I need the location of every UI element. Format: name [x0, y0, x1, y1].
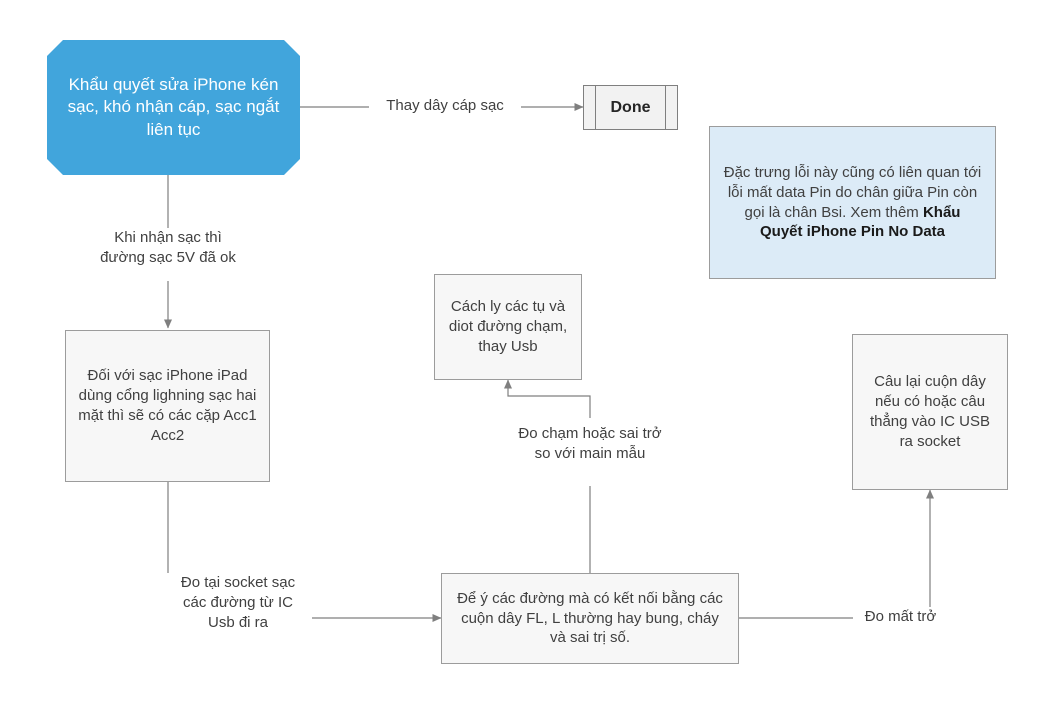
predef-bar-left [595, 86, 596, 129]
node-start[interactable]: Khẩu quyết sửa iPhone kén sạc, khó nhận … [47, 40, 300, 175]
node-isolate[interactable]: Cách ly các tụ và diot đường chạm, thay … [434, 274, 582, 380]
note-text: Đặc trưng lỗi này cũng có liên quan tới … [722, 163, 983, 243]
edge-label-lines-to-coil: Đo mất trở [853, 607, 948, 627]
edge-lines-to-coil [739, 489, 934, 619]
edge-label-acc-to-lines: Đo tại socket sạc các đường từ IC Usb đi… [164, 573, 312, 633]
note-text-bold: Khẩu Quyết iPhone Pin No Data [759, 203, 961, 241]
node-coil[interactable]: Câu lại cuộn dây nếu có hoặc câu thẳng v… [852, 334, 1008, 490]
node-done-label: Done [610, 98, 651, 116]
node-acc[interactable]: Đối với sạc iPhone iPad dùng cổng lighni… [65, 330, 270, 482]
node-note[interactable]: Đặc trưng lỗi này cũng có liên quan tới … [709, 126, 996, 279]
predef-bar-right [665, 86, 666, 129]
node-done[interactable]: Done [583, 85, 678, 130]
edge-label-start-to-done: Thay dây cáp sạc [369, 96, 521, 116]
node-lines[interactable]: Để ý các đường mà có kết nối bằng các cu… [441, 573, 739, 664]
note-text-normal: Đặc trưng lỗi này cũng có liên quan tới … [723, 163, 982, 221]
edge-label-start-to-acc: Khi nhận sạc thì đường sạc 5V đã ok [82, 228, 254, 268]
edge-label-lines-to-isolate: Đo chạm hoặc sai trở so với main mẫu [490, 424, 690, 464]
edge-lines-to-isolate [504, 379, 591, 574]
